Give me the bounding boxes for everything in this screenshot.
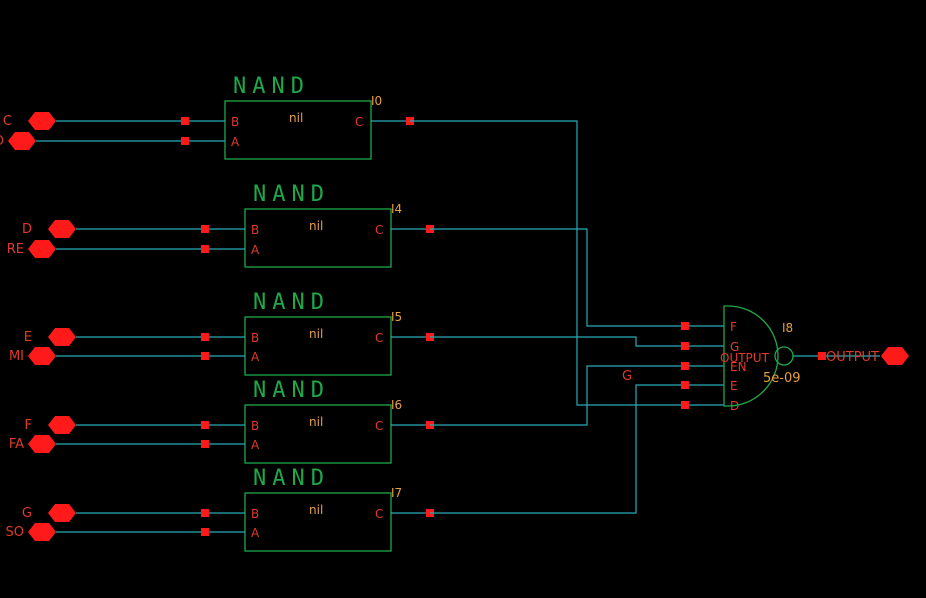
nand-4-title: NAND (253, 466, 330, 491)
i8-body[interactable] (723, 305, 779, 407)
nand-2-title: NAND (253, 290, 330, 315)
nand-1-pin-c: C (375, 223, 383, 237)
nand-2-pin-b: B (251, 331, 259, 345)
input-label-0-b: C (3, 114, 12, 129)
i8-input-dot-0[interactable] (681, 322, 689, 330)
i8-inner-label: OUTPUT (720, 351, 770, 365)
input-dot-3-a[interactable] (201, 440, 209, 448)
nand-0-pin-c: C (355, 115, 363, 129)
output-port[interactable] (881, 347, 909, 365)
wire-label-g: G (622, 369, 632, 384)
i8-pin-0: F (730, 320, 737, 334)
nand-2-pin-a: A (251, 350, 260, 364)
input-label-2-b: E (24, 330, 32, 345)
route-i7-to-e (430, 384, 685, 514)
input-port-0-a[interactable] (8, 132, 36, 150)
nand-1-title: NAND (253, 182, 330, 207)
nand-2-body[interactable] (244, 316, 392, 376)
nand-4-instance: I7 (391, 486, 402, 500)
input-port-2-b[interactable] (48, 328, 76, 346)
i8-instance: I8 (782, 321, 793, 335)
nand-3-pin-b: B (251, 419, 259, 433)
nand-0-title: NAND (233, 74, 310, 99)
nand-3-nil-label: nil (309, 415, 323, 429)
nand-3-pin-a: A (251, 438, 260, 452)
input-dot-4-b[interactable] (201, 509, 209, 517)
i8-input-dot-3[interactable] (681, 381, 689, 389)
input-dot-3-b[interactable] (201, 421, 209, 429)
input-port-0-b[interactable] (28, 112, 56, 130)
nand-3-instance: I6 (391, 398, 402, 412)
i8-input-dot-4[interactable] (681, 401, 689, 409)
input-dot-4-a[interactable] (201, 528, 209, 536)
input-label-0-a: O (0, 134, 4, 149)
nand-3-body[interactable] (244, 404, 392, 464)
nand-0-nil-label: nil (289, 111, 303, 125)
nand-4-nil-label: nil (309, 503, 323, 517)
nand-0-pin-a: A (231, 135, 240, 149)
nand-0-instance: I0 (371, 94, 382, 108)
nand-0-body[interactable] (224, 100, 372, 160)
input-label-4-a: SO (6, 525, 24, 540)
input-label-1-b: D (22, 222, 32, 237)
input-dot-2-a[interactable] (201, 352, 209, 360)
output-port-label: OUTPUT (826, 350, 879, 365)
output-dot[interactable] (818, 352, 826, 360)
nand-2-pin-c: C (375, 331, 383, 345)
input-dot-1-a[interactable] (201, 245, 209, 253)
input-label-2-a: MI (9, 349, 24, 364)
i8-input-dot-1[interactable] (681, 342, 689, 350)
input-dot-1-b[interactable] (201, 225, 209, 233)
i8-pin-3: E (730, 379, 738, 393)
input-port-4-b[interactable] (48, 504, 76, 522)
nand-0-pin-b: B (231, 115, 239, 129)
input-label-1-a: RE (7, 242, 24, 257)
input-dot-0-a[interactable] (181, 137, 189, 145)
i8-input-dot-2[interactable] (681, 362, 689, 370)
input-dot-0-b[interactable] (181, 117, 189, 125)
nand-4-pin-c: C (375, 507, 383, 521)
input-port-3-a[interactable] (28, 435, 56, 453)
i8-pin-1: G (730, 340, 739, 354)
i8-delay: 5e-09 (763, 371, 801, 386)
nand-4-pin-b: B (251, 507, 259, 521)
input-port-2-a[interactable] (28, 347, 56, 365)
input-port-4-a[interactable] (28, 523, 56, 541)
nand-2-nil-label: nil (309, 327, 323, 341)
input-label-3-a: FA (9, 437, 24, 452)
nand-1-instance: I4 (391, 202, 402, 216)
input-port-3-b[interactable] (48, 416, 76, 434)
nand-1-nil-label: nil (309, 219, 323, 233)
nand-1-body[interactable] (244, 208, 392, 268)
nand-3-pin-c: C (375, 419, 383, 433)
input-label-3-b: F (25, 418, 32, 433)
input-port-1-a[interactable] (28, 240, 56, 258)
nand-2-instance: I5 (391, 310, 402, 324)
input-dot-2-b[interactable] (201, 333, 209, 341)
i8-pin-2: EN (730, 360, 747, 374)
route-i4-to-f (430, 228, 685, 327)
nand-4-pin-a: A (251, 526, 260, 540)
nand-4-body[interactable] (244, 492, 392, 552)
nand-1-pin-b: B (251, 223, 259, 237)
route-i5-to-g (430, 336, 685, 347)
input-label-4-b: G (22, 506, 32, 521)
route-i0-to-d (410, 120, 685, 406)
input-port-1-b[interactable] (48, 220, 76, 238)
route-i6-to-en (430, 365, 685, 426)
nand-1-pin-a: A (251, 243, 260, 257)
nand-3-title: NAND (253, 378, 330, 403)
